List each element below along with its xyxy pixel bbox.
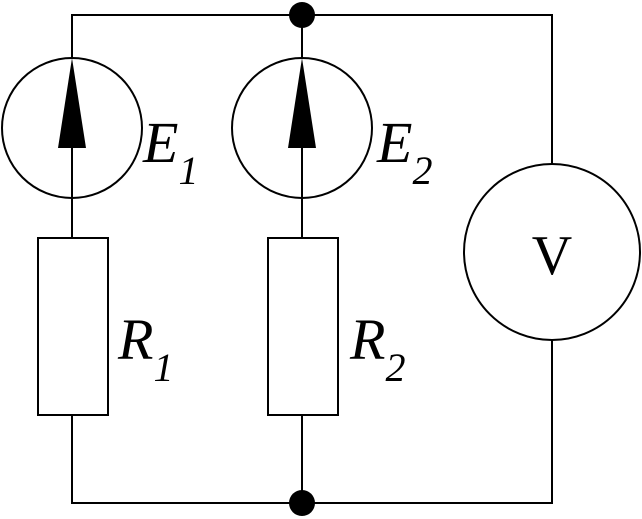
bottom-junction-node <box>289 490 315 516</box>
voltmeter-label: V <box>532 225 572 287</box>
source-e2-label: E2 <box>376 110 432 193</box>
voltage-source-e2 <box>231 57 373 199</box>
resistor-r1-label: R1 <box>117 307 173 390</box>
source-e2-letter: E <box>376 110 412 175</box>
resistor-r2-label: R2 <box>349 307 405 390</box>
resistor-r1-index: 1 <box>153 345 173 390</box>
resistor-r2 <box>267 237 339 416</box>
source-e1-letter: E <box>142 110 178 175</box>
resistor-r2-index: 2 <box>385 345 405 390</box>
voltmeter-circle <box>463 163 641 341</box>
resistor-r1-letter: R <box>117 307 153 372</box>
arrow-up-icon <box>288 58 316 148</box>
source-e1-index: 1 <box>178 148 198 193</box>
top-junction-node <box>289 2 315 28</box>
source-e1-label: E1 <box>142 110 198 193</box>
voltage-source-e1 <box>1 57 143 199</box>
arrow-up-icon <box>58 58 86 148</box>
voltmeter: V <box>463 163 641 341</box>
resistor-r1 <box>37 237 109 416</box>
resistor-r2-letter: R <box>349 307 385 372</box>
source-e2-index: 2 <box>412 148 432 193</box>
